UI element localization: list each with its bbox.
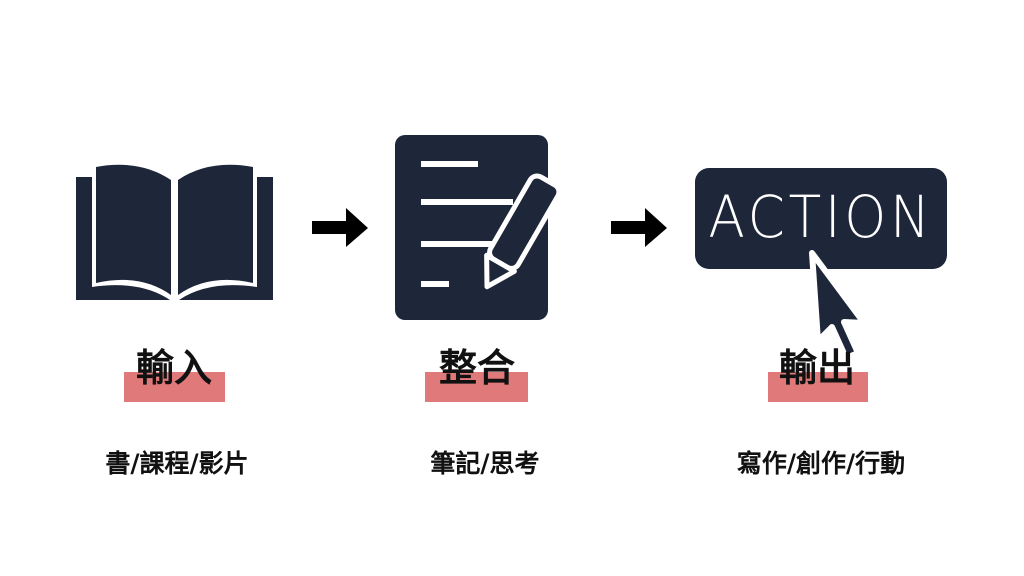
title-highlight — [425, 372, 528, 402]
document-pen-icon — [395, 135, 562, 320]
title-highlight — [124, 372, 225, 402]
cursor-icon — [809, 250, 867, 360]
step-subtitle-output: 寫作/創作/行動 — [736, 449, 906, 478]
step-title-integrate: 整合 — [438, 345, 515, 390]
arrow-right-icon — [312, 208, 368, 247]
step-subtitle-integrate: 筆記/思考 — [430, 449, 540, 478]
arrow-right-icon — [611, 208, 667, 247]
action-button-graphic: ACTION — [695, 168, 947, 269]
open-book-icon — [76, 164, 273, 300]
title-highlight — [768, 372, 868, 402]
step-title-input: 輸入 — [135, 345, 212, 390]
action-button-text: ACTION — [708, 183, 934, 251]
step-title-output: 輸出 — [778, 345, 855, 390]
step-subtitle-input: 書/課程/影片 — [105, 449, 249, 478]
